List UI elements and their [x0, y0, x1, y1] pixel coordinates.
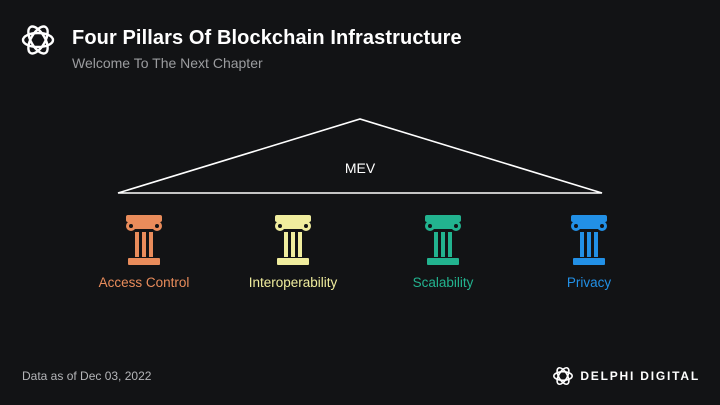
column-icon: [425, 215, 461, 265]
roof-label: MEV: [344, 160, 376, 176]
page-subtitle: Welcome To The Next Chapter: [72, 55, 263, 71]
pillar-access-control: Access Control: [74, 215, 214, 290]
page-title: Four Pillars Of Blockchain Infrastructur…: [72, 27, 462, 49]
column-icon: [571, 215, 607, 265]
pillar-label: Privacy: [566, 275, 612, 290]
delphi-knot-icon: [21, 25, 55, 55]
brand-name: DELPHI DIGITAL: [580, 369, 700, 383]
column-icon: [126, 215, 162, 265]
pillar-label: Scalability: [412, 275, 474, 290]
data-date-note: Data as of Dec 03, 2022: [22, 369, 152, 383]
pillar-scalability: Scalability: [373, 215, 513, 290]
delphi-knot-icon: [553, 366, 574, 386]
pillar-privacy: Privacy: [519, 215, 659, 290]
brand-logo: DELPHI DIGITAL: [552, 365, 700, 387]
pillar-interoperability: Interoperability: [223, 215, 363, 290]
pillar-label: Interoperability: [248, 275, 338, 290]
column-icon: [275, 215, 311, 265]
roof-triangle: [117, 118, 603, 194]
pillar-label: Access Control: [98, 275, 190, 290]
